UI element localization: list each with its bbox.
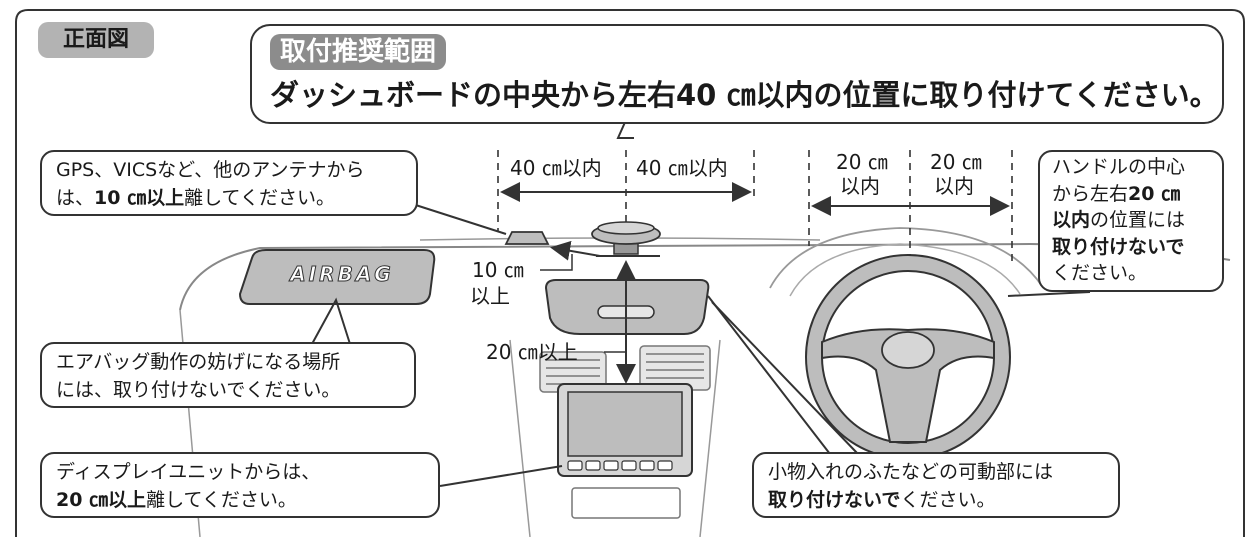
antenna-unit	[591, 221, 661, 257]
lower-panel	[571, 487, 681, 519]
glovebox-callout-line1: 小物入れのふたなどの可動部には	[768, 461, 1054, 483]
leader-gps-gap	[540, 254, 573, 271]
glovebox-line2-post: ください。	[900, 489, 996, 511]
airbag-label: AIRBAG	[290, 262, 394, 287]
display-line2-bold: 20 ㎝以上	[56, 489, 147, 511]
gps-line2-bold: 10 ㎝以上	[94, 187, 185, 209]
gps-callout-line2: は、10 ㎝以上離してください。	[56, 184, 402, 212]
dim-gps-gap-1: 10 ㎝	[472, 258, 524, 282]
display-unit	[557, 383, 693, 477]
glovebox-callout: 小物入れのふたなどの可動部には 取り付けないでください。	[752, 452, 1120, 518]
steering-wheel	[805, 254, 1011, 460]
callout-pointers	[311, 119, 1091, 487]
display-callout-line2: 20 ㎝以上離してください。	[56, 486, 424, 514]
handle-line4: 取り付けないで	[1052, 235, 1185, 258]
handle-line1: ハンドルの中心	[1052, 156, 1186, 178]
dim-center-right: 40 ㎝以内	[636, 156, 728, 180]
handle-line3-post: の位置には	[1090, 209, 1186, 231]
dim-display-gap: 20 ㎝以上	[486, 340, 578, 364]
dim-wheel-left-1: 20 ㎝	[836, 150, 888, 174]
gps-antenna	[504, 231, 550, 245]
meter-hood-inner	[789, 243, 1021, 297]
dim-wheel-right-1: 20 ㎝	[930, 150, 982, 174]
right-vent	[639, 345, 711, 391]
display-line2-post: 離してください。	[146, 489, 297, 511]
display-callout-line1: ディスプレイユニットからは、	[56, 461, 321, 483]
recommended-range-callout: 取付推奨範囲 ダッシュボードの中央から左右40 ㎝以内の位置に取り付けてください…	[250, 24, 1224, 124]
gps-callout: GPS、VICSなど、他のアンテナから は、10 ㎝以上離してください。	[40, 150, 418, 216]
handle-line3-bold: 以内	[1052, 209, 1091, 231]
gps-line2-post: 離してください。	[184, 187, 335, 209]
frame-border	[15, 9, 1245, 537]
dim-gps-gap-2: 以上	[470, 284, 510, 308]
glovebox-line2-bold: 取り付けないで	[768, 489, 901, 511]
arrow-gps-gap	[550, 240, 601, 261]
dim-wheel-left-2: 以内	[840, 174, 880, 198]
airbag-callout-line2: には、取り付けないでください。	[56, 379, 341, 401]
handle-line2: から左右20 ㎝	[1052, 181, 1210, 208]
airbag-callout: エアバッグ動作の妨げになる場所 には、取り付けないでください。	[40, 342, 416, 408]
gps-callout-line1: GPS、VICSなど、他のアンテナから	[56, 159, 365, 181]
view-tag: 正面図	[38, 22, 154, 58]
handle-callout: ハンドルの中心 から左右20 ㎝ 以内の位置には 取り付けないで ください。	[1038, 150, 1224, 292]
handle-line3: 以内の位置には	[1052, 207, 1210, 234]
recommended-tag: 取付推奨範囲	[270, 34, 447, 70]
dim-wheel-right-2: 以内	[934, 174, 974, 198]
gps-line2-pre: は、	[56, 187, 95, 209]
handle-line2-bold: 20 ㎝	[1128, 182, 1181, 205]
handle-line5: ください。	[1052, 262, 1148, 284]
handle-line2-pre: から左右	[1052, 182, 1129, 205]
center-console	[509, 339, 721, 537]
recommended-headline: ダッシュボードの中央から左右40 ㎝以内の位置に取り付けてください。	[270, 78, 1219, 112]
display-callout: ディスプレイユニットからは、 20 ㎝以上離してください。	[40, 452, 440, 518]
airbag-callout-line1: エアバッグ動作の妨げになる場所	[56, 351, 341, 373]
dim-center-left: 40 ㎝以内	[510, 156, 602, 180]
glovebox-callout-line2: 取り付けないでください。	[768, 486, 1104, 514]
airbag-panel	[238, 249, 436, 305]
